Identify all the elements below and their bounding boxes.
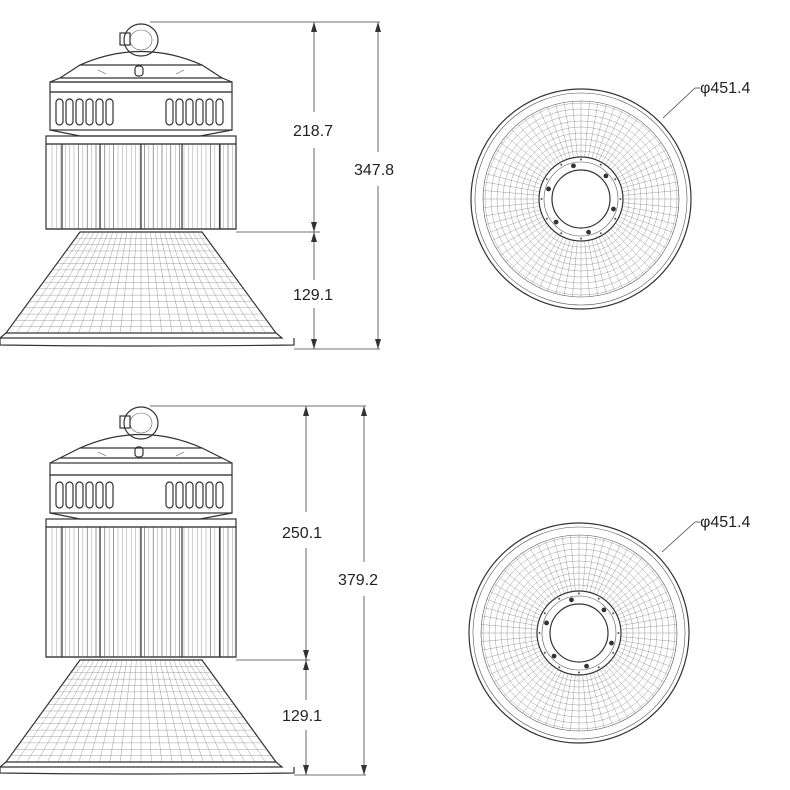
reflector-grid-1 xyxy=(483,101,679,297)
diameter-label-2: φ451.4 xyxy=(700,514,751,531)
diameter-label-1: φ451.4 xyxy=(700,80,751,97)
reflector-height-label-1: 129.1 xyxy=(293,287,333,304)
total-height-label-1: 347.8 xyxy=(354,162,394,179)
dimension-lines-2 xyxy=(150,405,367,776)
dimension-lines-1 xyxy=(150,21,381,350)
vent-band-1 xyxy=(49,91,233,137)
housing-top-2 xyxy=(49,433,233,476)
vent-band-2 xyxy=(49,474,233,520)
bottom-view-2: φ451.4 xyxy=(468,514,751,744)
upper-height-label-2: 250.1 xyxy=(282,525,322,542)
side-view-lamp-1: 218.7 347.8 129.1 xyxy=(0,21,394,350)
total-height-label-2: 379.2 xyxy=(338,572,378,589)
mounting-screws-2 xyxy=(538,592,620,674)
hanging-ring-1 xyxy=(119,23,159,57)
heat-sink-fins-1 xyxy=(45,135,237,230)
housing-top-1 xyxy=(49,50,233,93)
reflector-1 xyxy=(0,231,295,347)
reflector-grid-2 xyxy=(481,535,677,731)
hanging-ring-2 xyxy=(119,406,159,440)
mounting-screws-1 xyxy=(540,158,622,240)
reflector-2 xyxy=(0,659,295,775)
upper-height-label-1: 218.7 xyxy=(293,123,333,140)
heat-sink-fins-2 xyxy=(45,518,237,658)
bottom-view-1: φ451.4 xyxy=(470,80,751,310)
side-view-lamp-2: 250.1 379.2 129.1 xyxy=(0,405,378,776)
reflector-height-label-2: 129.1 xyxy=(282,708,322,725)
